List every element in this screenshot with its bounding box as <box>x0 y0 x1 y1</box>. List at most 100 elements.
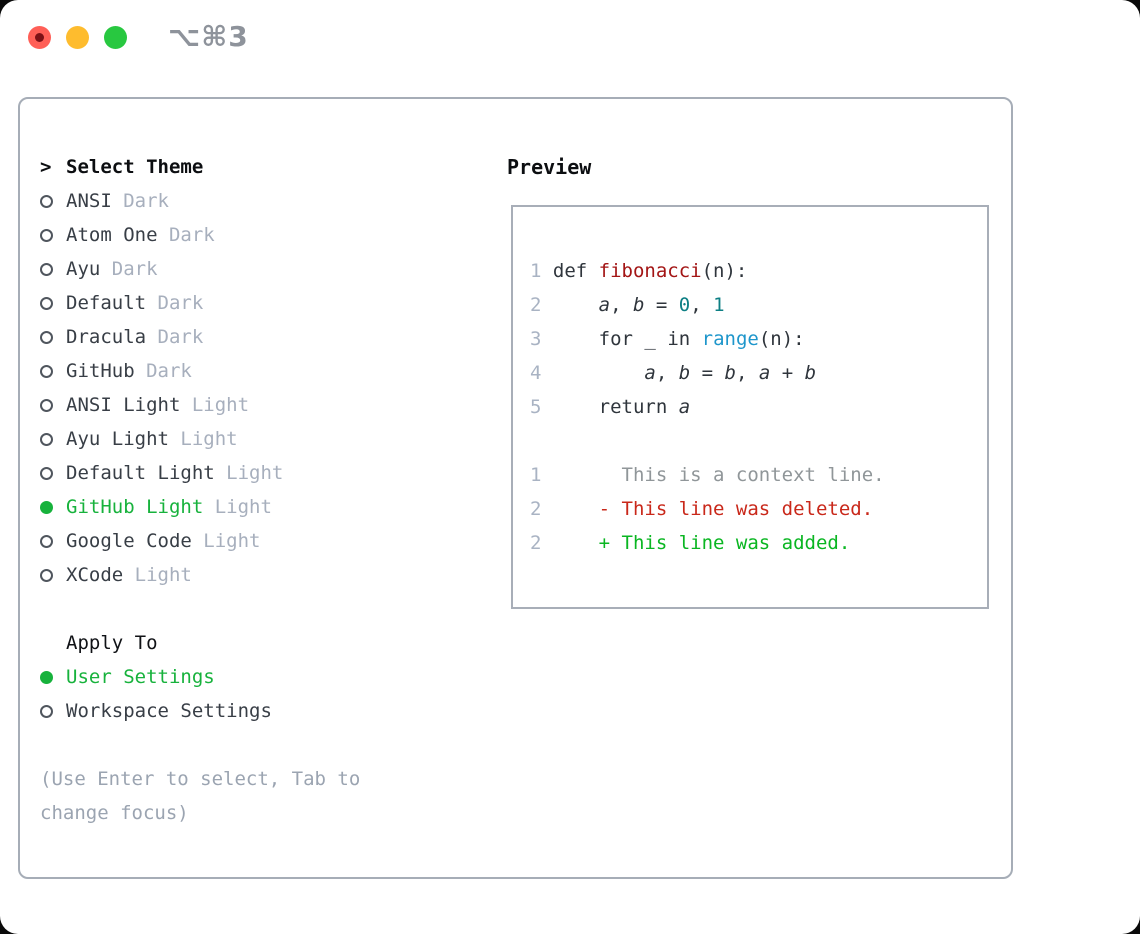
code-token: _ <box>632 328 668 350</box>
theme-option[interactable]: ANSI Dark <box>40 184 360 218</box>
code-token: a <box>598 294 611 316</box>
theme-variant: Dark <box>157 224 215 246</box>
code-token: 0 <box>678 294 691 316</box>
code-token <box>553 294 599 316</box>
code-token: (n): <box>758 328 805 350</box>
theme-variant: Dark <box>146 326 204 348</box>
radio-icon <box>40 330 53 344</box>
code-token: def <box>552 260 599 282</box>
code-token: b <box>804 362 817 384</box>
theme-option[interactable]: GitHub Light Light <box>40 490 360 524</box>
line-number: 2 <box>530 532 553 554</box>
code-token: fibonacci <box>598 260 702 282</box>
radio-selected-icon <box>40 500 53 514</box>
code-token: = <box>690 362 725 384</box>
code-token <box>553 362 645 384</box>
line-number: 2 <box>530 294 553 316</box>
radio-icon <box>40 194 53 208</box>
radio-marker <box>40 568 66 582</box>
code-token: a <box>678 396 691 418</box>
theme-option[interactable]: Ayu Light Light <box>40 422 360 456</box>
line-number: 5 <box>530 396 553 418</box>
spacer <box>40 592 360 626</box>
theme-name: Google Code <box>66 530 192 552</box>
code-token: a <box>758 362 771 384</box>
titlebar: ⌥⌘3 <box>0 0 1140 75</box>
radio-icon <box>40 568 53 582</box>
theme-option[interactable]: Default Light Light <box>40 456 360 490</box>
code-token: b <box>633 294 645 316</box>
code-token: b <box>724 362 736 384</box>
theme-name: Ayu Light <box>66 428 169 450</box>
code-line: 4 a, b = b, a + b <box>530 356 987 390</box>
code-token: + <box>770 362 805 384</box>
theme-name: Atom One <box>66 224 158 246</box>
keyboard-hint: change focus) <box>40 802 189 824</box>
theme-name: Default <box>66 292 147 314</box>
code-line: 2 - This line was deleted. <box>530 492 987 526</box>
radio-marker <box>40 432 66 446</box>
theme-option[interactable]: ANSI Light Light <box>40 388 360 422</box>
code-token: (n): <box>701 260 748 282</box>
theme-name: Dracula <box>66 326 147 348</box>
theme-variant: Dark <box>111 190 169 212</box>
theme-variant: Light <box>180 394 250 416</box>
spacer <box>40 728 360 762</box>
theme-name: GitHub <box>66 360 135 382</box>
theme-option[interactable]: Default Dark <box>40 286 360 320</box>
code-token: = <box>644 294 679 316</box>
theme-option[interactable]: GitHub Dark <box>40 354 360 388</box>
theme-option[interactable]: Dracula Dark <box>40 320 360 354</box>
code-token <box>553 396 599 418</box>
theme-variant: Light <box>203 496 272 518</box>
prompt-icon: > <box>40 156 52 178</box>
radio-marker <box>40 296 66 310</box>
radio-marker <box>40 228 66 242</box>
code-token: return <box>598 396 668 418</box>
maximize-button[interactable] <box>104 26 127 49</box>
theme-list-title: Select Theme <box>66 156 204 178</box>
code-token: , <box>655 362 679 384</box>
close-button[interactable] <box>28 26 51 49</box>
code-token <box>667 396 678 418</box>
code-token: , <box>690 294 714 316</box>
apply-to-header: Apply To <box>40 626 360 660</box>
theme-variant: Dark <box>100 258 158 280</box>
code-token <box>690 328 701 350</box>
radio-icon <box>40 704 53 718</box>
line-number: 3 <box>530 328 553 350</box>
radio-marker <box>40 704 66 718</box>
code-token: + This line was added. <box>552 532 851 554</box>
radio-marker <box>40 500 66 514</box>
keyboard-hint: (Use Enter to select, Tab to <box>40 768 361 790</box>
theme-option[interactable]: Ayu Dark <box>40 252 360 286</box>
radio-marker <box>40 670 66 684</box>
theme-variant: Light <box>191 530 261 552</box>
radio-marker <box>40 466 66 480</box>
apply-to-option[interactable]: User Settings <box>40 660 360 694</box>
theme-option[interactable]: XCode Light <box>40 558 360 592</box>
theme-variant: Light <box>214 462 284 484</box>
code-blank-line <box>530 424 987 458</box>
radio-marker <box>40 262 66 276</box>
close-dot-icon <box>35 33 44 42</box>
apply-to-title: Apply To <box>66 632 158 654</box>
radio-icon <box>40 534 53 548</box>
radio-selected-icon <box>40 670 53 684</box>
apply-to-label: Workspace Settings <box>66 700 272 722</box>
minimize-button[interactable] <box>66 26 89 49</box>
window-shortcut-label: ⌥⌘3 <box>168 20 249 53</box>
radio-marker <box>40 364 66 378</box>
line-number <box>530 430 541 452</box>
theme-option[interactable]: Atom One Dark <box>40 218 360 252</box>
theme-option[interactable]: Google Code Light <box>40 524 360 558</box>
apply-to-option[interactable]: Workspace Settings <box>40 694 360 728</box>
radio-icon <box>40 364 53 378</box>
radio-icon <box>40 262 53 276</box>
line-number: 1 <box>530 260 553 282</box>
radio-icon <box>40 296 53 310</box>
